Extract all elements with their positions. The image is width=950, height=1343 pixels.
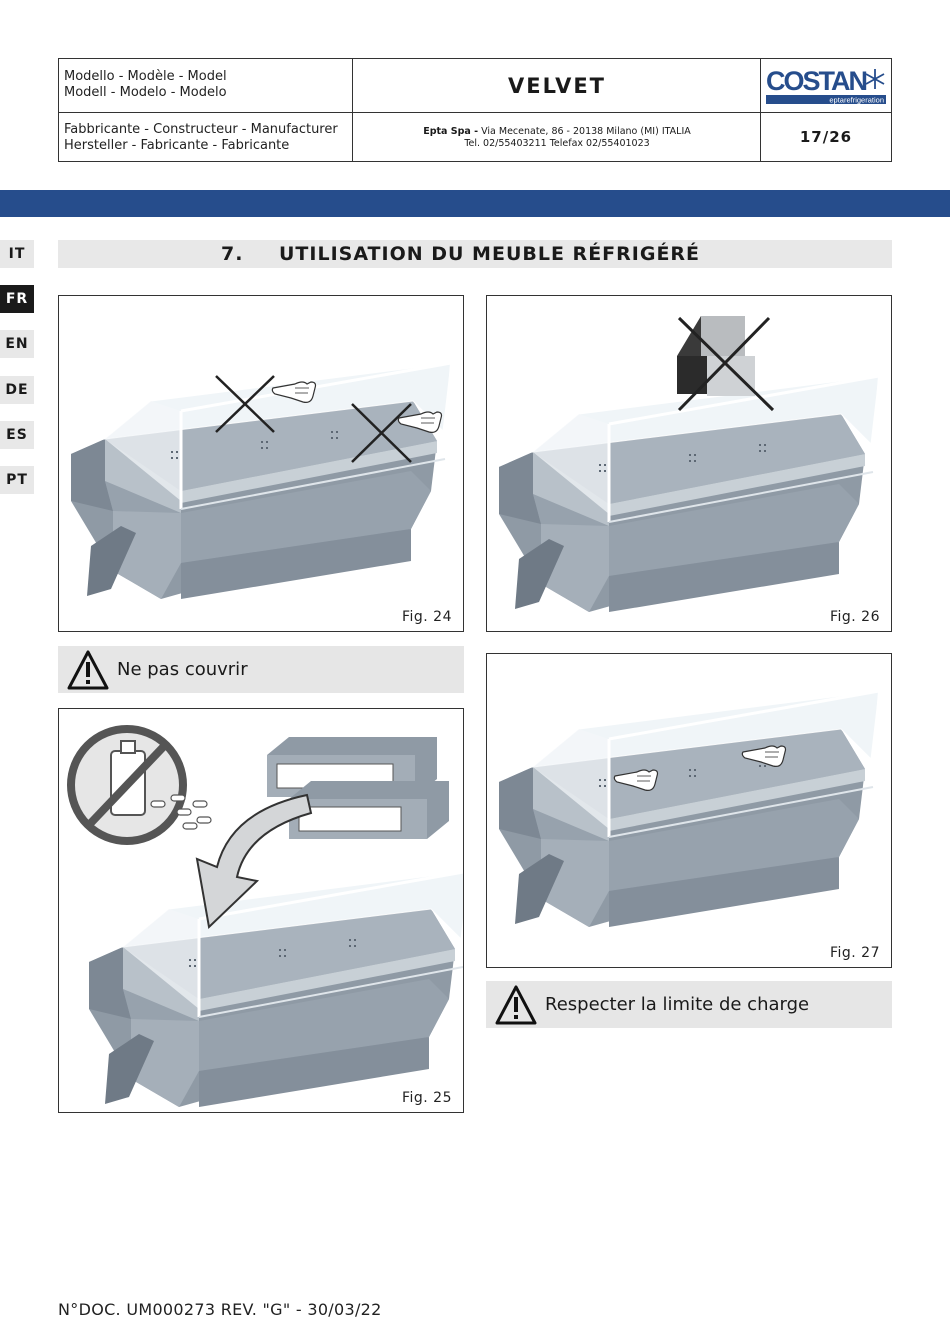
display-case-illustration bbox=[69, 361, 453, 601]
model-label: Modello - Modèle - Model Modell - Modelo… bbox=[59, 59, 353, 113]
pills-icon bbox=[150, 794, 212, 830]
snowflake-icon bbox=[865, 69, 885, 89]
display-case-illustration bbox=[497, 374, 881, 614]
manufacturer-label-line2: Hersteller - Fabricante - Fabricante bbox=[64, 138, 290, 153]
section-number: 7. bbox=[221, 243, 244, 265]
section-heading: 7. UTILISATION DU MEUBLE RÉFRIGÉRÉ bbox=[58, 240, 892, 268]
display-case-illustration bbox=[497, 689, 881, 929]
page-number: 17/26 bbox=[799, 128, 853, 146]
warning-icon bbox=[495, 985, 537, 1024]
manufacturer-label-line1: Fabbricante - Constructeur - Manufacture… bbox=[64, 122, 338, 137]
display-case-illustration bbox=[87, 869, 463, 1109]
warning-icon bbox=[67, 650, 109, 689]
prohibited-products-icon bbox=[67, 725, 187, 845]
lang-tab-fr[interactable]: FR bbox=[0, 285, 34, 313]
costan-logo: COSTAN eptarefrigeration bbox=[766, 63, 888, 106]
drawer-boxes-illustration bbox=[267, 737, 449, 839]
manufacturer-info: Epta Spa - Via Mecenate, 86 - 20138 Mila… bbox=[353, 113, 761, 161]
document-reference: N°DOC. UM000273 REV. "G" - 30/03/22 bbox=[58, 1300, 382, 1319]
model-name: VELVET bbox=[507, 74, 606, 98]
lang-tab-it[interactable]: IT bbox=[0, 240, 34, 268]
figure-26: Fig. 26 bbox=[486, 295, 892, 632]
figure-24: Fig. 24 bbox=[58, 295, 464, 632]
cross-icon bbox=[677, 316, 775, 412]
figure-caption: Fig. 24 bbox=[401, 609, 452, 625]
manufacturer-address: Via Mecenate, 86 - 20138 Milano (MI) ITA… bbox=[481, 126, 691, 137]
warning-banner-cover: Ne pas couvrir bbox=[58, 646, 464, 693]
header-table: Modello - Modèle - Model Modell - Modelo… bbox=[58, 58, 892, 162]
model-label-line2: Modell - Modelo - Modelo bbox=[64, 85, 227, 100]
figure-caption: Fig. 25 bbox=[401, 1090, 452, 1106]
figure-caption: Fig. 26 bbox=[829, 609, 880, 625]
lang-tab-es[interactable]: ES bbox=[0, 421, 34, 449]
manufacturer-name: Epta Spa - bbox=[423, 126, 479, 137]
figure-25: Fig. 25 bbox=[58, 708, 464, 1113]
figure-27: Fig. 27 bbox=[486, 653, 892, 968]
blue-band bbox=[0, 190, 950, 217]
warning-banner-load: Respecter la limite de charge bbox=[486, 981, 892, 1028]
manufacturer-label: Fabbricante - Constructeur - Manufacture… bbox=[59, 113, 353, 161]
lang-tab-pt[interactable]: PT bbox=[0, 466, 34, 494]
cross-icon bbox=[215, 375, 275, 433]
model-label-line1: Modello - Modèle - Model bbox=[64, 69, 227, 84]
warning-text: Respecter la limite de charge bbox=[545, 994, 810, 1015]
manufacturer-phone: Tel. 02/55403211 Telefax 02/55401023 bbox=[464, 138, 650, 149]
section-title: UTILISATION DU MEUBLE RÉFRIGÉRÉ bbox=[279, 243, 701, 265]
figure-caption: Fig. 27 bbox=[829, 945, 880, 961]
cross-icon bbox=[351, 403, 412, 463]
lang-tab-en[interactable]: EN bbox=[0, 330, 34, 358]
logo-subtext: eptarefrigeration bbox=[829, 96, 884, 105]
boxes-illustration bbox=[677, 316, 755, 396]
arrow-icon bbox=[195, 793, 313, 930]
logo-wordmark: COSTAN bbox=[766, 66, 866, 96]
lang-tab-de[interactable]: DE bbox=[0, 376, 34, 404]
warning-text: Ne pas couvrir bbox=[117, 659, 248, 680]
